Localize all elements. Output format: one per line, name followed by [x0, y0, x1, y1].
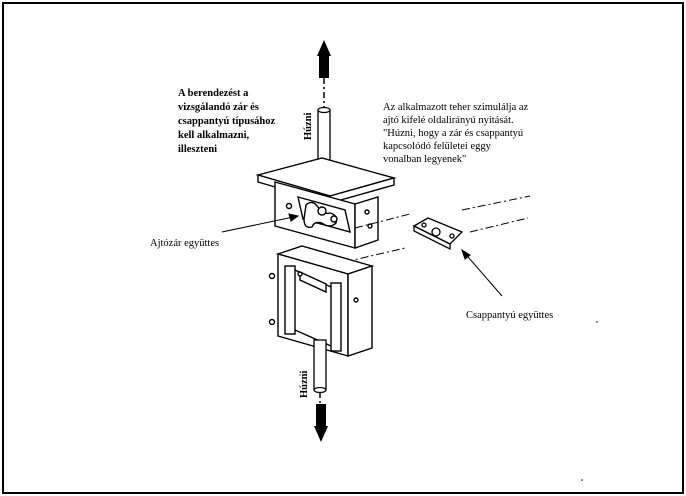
leader-lines: [221, 213, 503, 297]
pull-arrow-top: [317, 40, 331, 110]
top-rod: [317, 106, 331, 169]
note-right-line: kapcsolódó felületei eggy: [383, 141, 492, 152]
note-right-line: vonalban legyenek": [383, 154, 466, 165]
note-right: Az alkalmazott teher szimulálja az ajtó …: [383, 102, 529, 165]
note-left: A berendezést a vizsgálandó zár és csapp…: [178, 88, 275, 155]
note-left-line: kell alkalmazni,: [178, 130, 250, 141]
upper-fixture: [255, 157, 397, 249]
pull-arrow-bottom: [314, 404, 328, 442]
pull-label-bottom: Húzni: [299, 370, 310, 398]
pull-label-top: Húzni: [303, 112, 314, 140]
note-left-line: A berendezést a: [178, 88, 249, 99]
note-right-line: Az alkalmazott teher szimulálja az: [383, 102, 529, 113]
note-left-line: csappantyú típusához: [178, 116, 275, 127]
note-right-line: ajtó kifelé oldalirányú nyitását.: [383, 115, 514, 126]
door-lock-label: Ajtózár együttes: [150, 238, 219, 249]
striker-label: Csappantyú együttes: [466, 310, 553, 321]
note-right-line: "Húzni, hogy a zár és csappantyú: [383, 128, 524, 139]
note-left-line: illeszteni: [178, 144, 217, 155]
striker-part: [412, 217, 464, 251]
note-left-line: vizsgálandó zár és: [178, 102, 259, 113]
bottom-rod: [313, 339, 327, 408]
specks: [299, 321, 598, 481]
alignment-lines: [344, 195, 531, 263]
lower-fixture: [268, 245, 375, 357]
